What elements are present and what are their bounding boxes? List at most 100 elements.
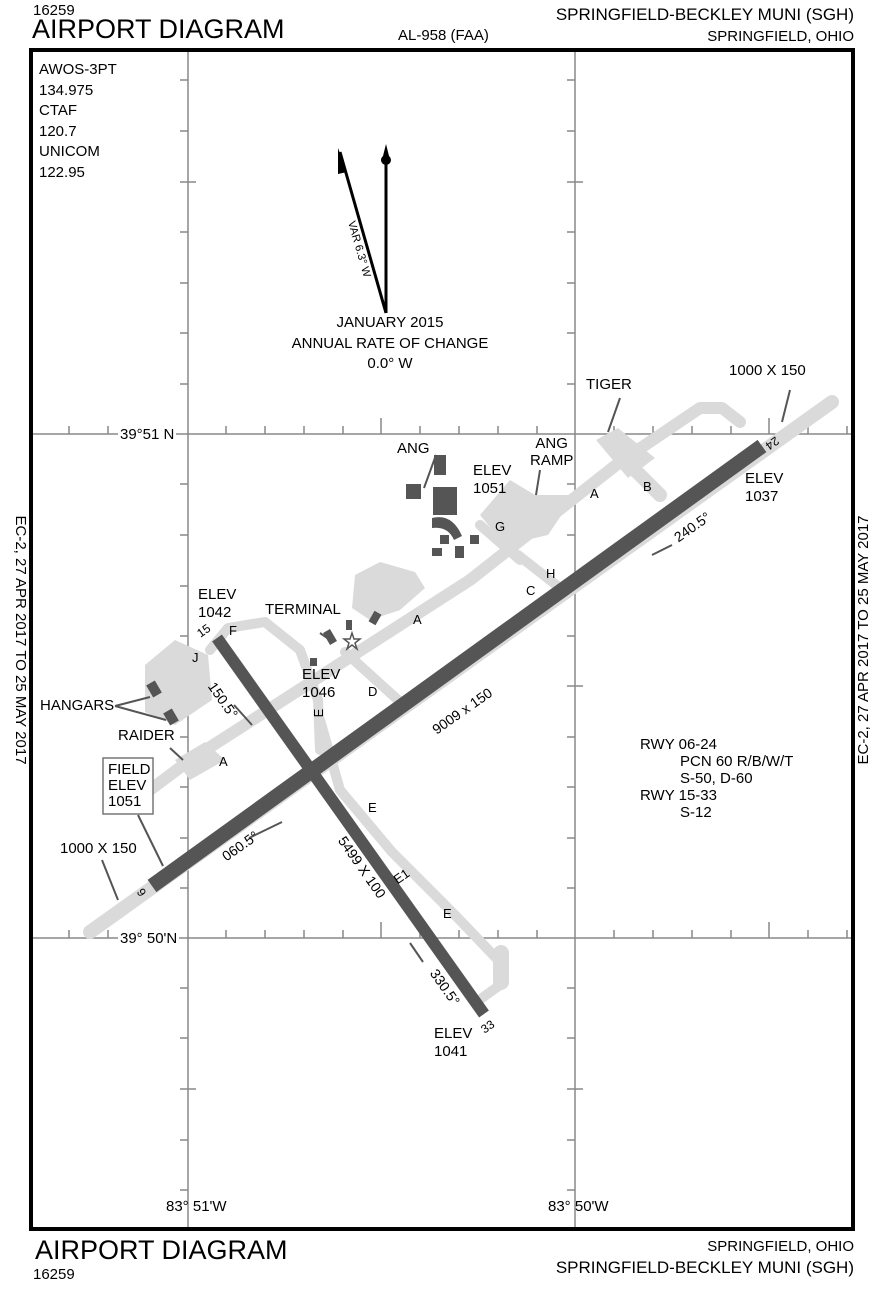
terminal-apron (352, 562, 425, 620)
pcn-rwy2: RWY 15-33 (640, 787, 717, 804)
taxiway-g-label: G (495, 519, 506, 534)
elev-ang: ELEV 1051 (473, 462, 511, 498)
hangars-label: HANGARS (40, 697, 115, 714)
building (433, 487, 457, 515)
pcn-gear2: S-12 (680, 804, 712, 821)
field-elev-line3: 1051 (108, 793, 142, 810)
elev-label: ELEV (434, 1025, 473, 1042)
freq-ctaf-label: CTAF (39, 102, 78, 119)
overrun-sw: 1000 X 150 (60, 840, 137, 857)
building (406, 484, 421, 499)
magnetic-north-arrow (338, 151, 388, 314)
aprons (145, 428, 655, 990)
taxiway-a-label-1: A (590, 486, 599, 501)
magvar-date: JANUARY 2015 (336, 314, 444, 331)
taxiway-e-label-3: E (311, 708, 326, 717)
ang-ramp (480, 480, 575, 545)
city-bottom: SPRINGFIELD, OHIO (707, 1238, 854, 1255)
taxiway-f-j (205, 617, 325, 755)
elev-rwy15: ELEV 1042 (198, 586, 236, 622)
hangar (163, 708, 179, 726)
building (432, 517, 462, 540)
elev-ramp: ELEV 1046 (302, 666, 340, 702)
freq-ctaf-value: 120.7 (39, 122, 77, 140)
building (368, 610, 382, 626)
airport-name-bottom: SPRINGFIELD-BECKLEY MUNI (SGH) (555, 1258, 854, 1277)
building (470, 535, 479, 544)
taxiway-e-label-2: E (443, 906, 452, 921)
building (432, 548, 442, 556)
elev-value: 1041 (434, 1043, 468, 1060)
ang-ramp-label: ANG RAMP (530, 435, 573, 469)
elev-ne: ELEV 1037 (745, 470, 783, 506)
elev-label: ELEV (745, 470, 784, 487)
magvar-rate-label: ANNUAL RATE OF CHANGE (291, 334, 489, 352)
terminal-label: TERMINAL (265, 601, 341, 618)
taxiway-h-label: H (546, 566, 556, 581)
magnetic-variation-arrows (338, 144, 391, 314)
terminal-star-icon (341, 630, 363, 652)
pcn-value: PCN 60 R/B/W/T (680, 753, 794, 770)
ang-ramp-line2: RAMP (530, 452, 574, 469)
elev-label: ELEV (198, 586, 237, 603)
elev-value: 1037 (745, 488, 779, 505)
runways (147, 439, 767, 1018)
field-elev-box (102, 757, 154, 815)
taxiway-a-label-2: A (413, 612, 422, 627)
frequency-block: AWOS-3PT 134.975 CTAF 120.7 UNICOM 122.9… (39, 60, 117, 183)
runway-06-24-dimensions: 9009 x 150 (429, 684, 495, 737)
lat-top: 39°51 N (118, 426, 177, 443)
taxiway-d-label: D (368, 684, 378, 699)
hangar-apron (145, 640, 212, 725)
freq-awos-label: AWOS-3PT (39, 61, 117, 78)
field-elev-line2: ELEV (108, 777, 147, 794)
taxiway-g (475, 520, 525, 565)
building (440, 535, 449, 544)
tiger-label: TIGER (586, 376, 632, 393)
chart-id: AL-958 (FAA) (398, 27, 489, 44)
lon-left: 83° 51'W (166, 1198, 227, 1215)
elev-rwy33: ELEV 1041 (434, 1025, 472, 1061)
taxiway-d (340, 647, 403, 705)
elev-label: ELEV (473, 462, 512, 479)
chart-frame (29, 48, 855, 1231)
raider-label: RAIDER (118, 727, 175, 744)
tiger-pad (596, 428, 655, 478)
buildings (146, 455, 479, 726)
runway-33-number: 33 (478, 1017, 497, 1036)
taxiway-e-label-1: E (368, 800, 377, 815)
freq-awos-value: 134.975 (39, 81, 94, 99)
elev-value: 1051 (473, 480, 507, 497)
elev-label: ELEV (302, 666, 341, 683)
runway-15-33 (212, 634, 489, 1018)
taxiway-c-h (513, 550, 565, 593)
taxiway-f-label: F (229, 623, 237, 638)
taxiway-a-label-3: A (219, 754, 228, 769)
ang-label: ANG (397, 440, 430, 457)
ang-ramp-line1: ANG (535, 435, 568, 452)
runway-15-number: 15 (194, 621, 213, 640)
field-elev-line1: FIELD (108, 761, 151, 778)
effective-dates-right: EC-2, 27 APR 2017 TO 25 MAY 2017 (855, 515, 872, 764)
field-elev: FIELD ELEV 1051 (108, 762, 151, 810)
taxiway-b-label: B (643, 479, 652, 494)
page-title-top: AIRPORT DIAGRAM (32, 14, 285, 44)
rwy33-apron (493, 945, 509, 990)
doc-number-bottom: 16259 (33, 1266, 75, 1283)
freq-unicom-label: UNICOM (39, 143, 100, 160)
effective-dates-left: EC-2, 27 APR 2017 TO 25 MAY 2017 (12, 515, 29, 764)
building (310, 658, 317, 666)
grid-ticks (68, 79, 848, 1191)
raider-apron (175, 742, 225, 780)
pcn-gear1: S-50, D-60 (680, 770, 753, 787)
airport-name-top: SPRINGFIELD-BECKLEY MUNI (SGH) (555, 5, 854, 24)
lon-right: 83° 50'W (548, 1198, 609, 1215)
city-top: SPRINGFIELD, OHIO (707, 28, 854, 45)
building (434, 455, 446, 475)
pcn-rwy1: RWY 06-24 (640, 736, 717, 753)
overrun-ne: 1000 X 150 (729, 362, 806, 379)
taxiway-e1-label: E1 (391, 866, 413, 887)
building (346, 620, 352, 630)
magvar-rate: 0.0° W (367, 355, 413, 372)
